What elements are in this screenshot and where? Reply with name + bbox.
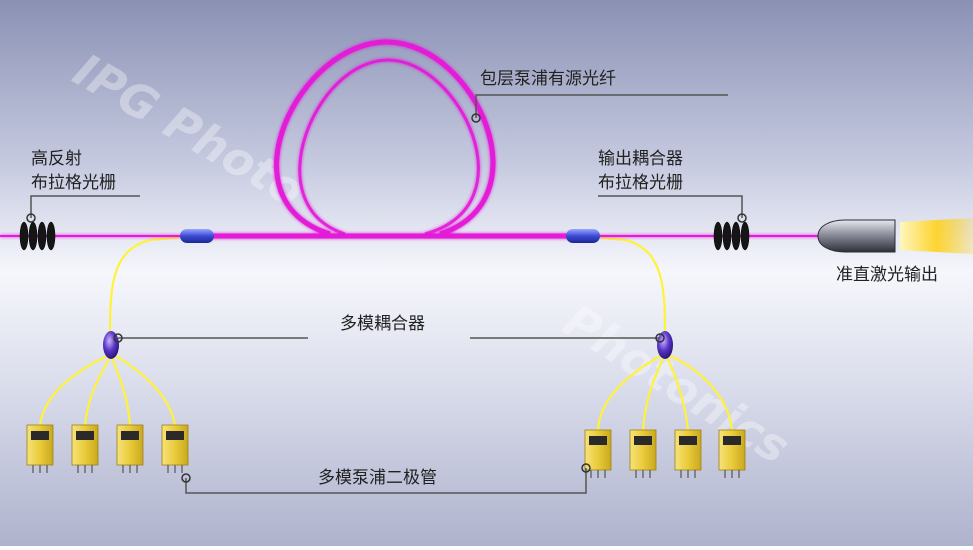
label-oc-fbg-line2: 布拉格光栅 (598, 173, 683, 193)
leader-hr-fbg (30, 195, 140, 218)
oc-grating-ring-3 (731, 221, 741, 251)
marker-combiner-left (113, 333, 123, 343)
pump-diode-6 (629, 429, 657, 478)
pump-diode-3 (116, 424, 144, 473)
pump-fiber-left-3 (110, 355, 132, 427)
output-beam (900, 218, 973, 254)
hr-grating-ring-2 (28, 221, 38, 251)
oc-grating-ring-4 (740, 221, 750, 251)
hr-grating-ring-4 (46, 221, 56, 251)
combiner-right (657, 331, 673, 359)
hr-grating-ring-3 (37, 221, 47, 251)
pump-fiber-left-4 (112, 353, 177, 427)
leader-oc-fbg (598, 195, 743, 218)
leader-diodes-left (185, 478, 475, 494)
diode-label-plate (166, 431, 184, 440)
ring-marker-icon (26, 113, 747, 483)
pump-diode-8 (718, 429, 746, 478)
leader-lines (30, 94, 743, 494)
bragg-grating-icon (19, 221, 750, 251)
label-hr-fbg-line1: 高反射 (31, 149, 82, 169)
diode-label-plate (76, 431, 94, 440)
pump-fibers (38, 235, 734, 432)
pump-fiber-left-1 (38, 353, 110, 427)
pump-fiber-right-4 (667, 353, 734, 432)
marker-hr-fbg (26, 213, 36, 223)
label-hr-fbg-line2: 布拉格光栅 (31, 173, 116, 193)
active-fiber (0, 39, 820, 239)
label-multimode-combiner: 多模耦合器 (340, 314, 425, 334)
pump-fiber-right-2 (641, 355, 666, 432)
hr-grating-ring-1 (19, 221, 29, 251)
laser-diode-icon (26, 424, 746, 478)
label-collimated-output: 准直激光输出 (836, 265, 938, 285)
active-fiber-coil (274, 39, 496, 237)
diode-label-plate (634, 436, 652, 445)
pump-fiber-left-2 (83, 355, 112, 427)
marker-oc-fbg (737, 213, 747, 223)
diode-label-plate (723, 436, 741, 445)
pump-fiber-right (593, 235, 667, 342)
collimator-body (817, 219, 896, 253)
diode-label-plate (589, 436, 607, 445)
active-fiber-coil-inner (298, 58, 480, 236)
collimator-icon (817, 218, 973, 254)
marker-combiner-right (655, 333, 665, 343)
marker-diodes-left (181, 473, 191, 483)
pump-fiber-right-3 (665, 355, 690, 432)
leader-diodes-right (475, 468, 587, 494)
labels: 包层泵浦有源光纤 高反射 布拉格光栅 输出耦合器 布拉格光栅 准直激光输出 多模… (31, 69, 938, 488)
splice-right (566, 229, 600, 243)
diode-label-plate (31, 431, 49, 440)
label-pump-diodes: 多模泵浦二极管 (318, 468, 437, 488)
oc-grating-ring-2 (722, 221, 732, 251)
marker-diodes-right (581, 463, 591, 473)
oc-grating-ring-1 (713, 221, 723, 251)
label-oc-fbg-line1: 输出耦合器 (598, 149, 683, 169)
pump-diode-5 (584, 429, 612, 478)
label-active-fiber: 包层泵浦有源光纤 (480, 69, 616, 89)
combiner-left (103, 331, 119, 359)
pump-fiber-left (108, 235, 187, 342)
diode-label-plate (121, 431, 139, 440)
diode-label-plate (679, 436, 697, 445)
pump-diode-4 (161, 424, 189, 473)
splice-left (180, 229, 214, 243)
pump-diode-7 (674, 429, 702, 478)
pump-diode-1 (26, 424, 54, 473)
pump-combiner-icon (103, 331, 673, 359)
leader-active-fiber (475, 94, 728, 118)
splice-point-icon (180, 229, 600, 243)
marker-active-fiber (471, 113, 481, 123)
pump-fiber-right-1 (596, 353, 664, 432)
pump-diode-2 (71, 424, 99, 473)
